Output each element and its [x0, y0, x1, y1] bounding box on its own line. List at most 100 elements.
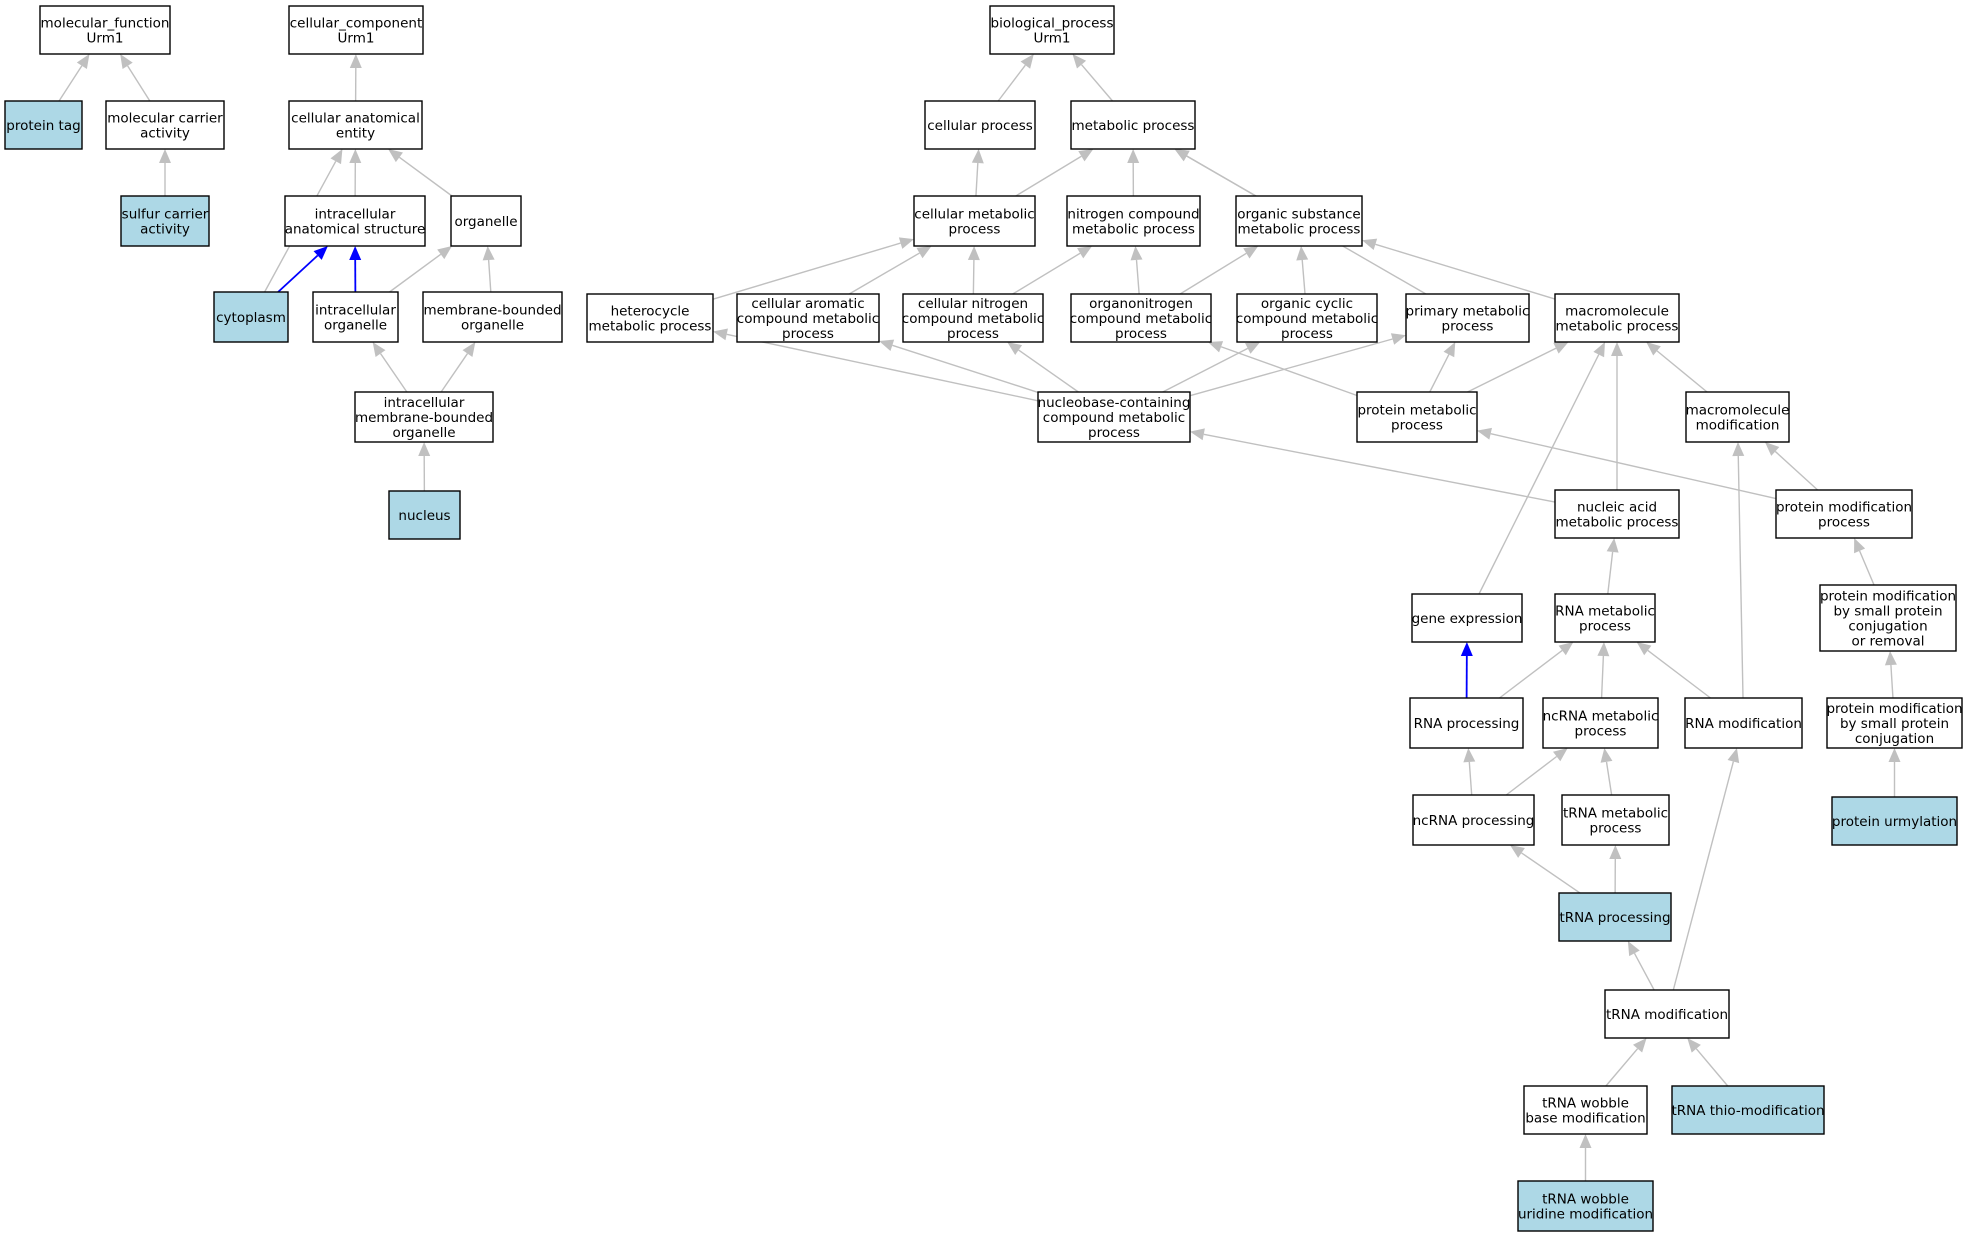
node-box[interactable]	[120, 195, 210, 247]
node-box[interactable]	[1685, 391, 1790, 443]
node-box[interactable]	[312, 291, 399, 343]
go-term-node-ncrnap[interactable]: ncRNA processing	[1412, 794, 1535, 846]
go-term-node-trnamod[interactable]: tRNA modification	[1604, 989, 1730, 1039]
edge-line	[1695, 1048, 1729, 1087]
node-box[interactable]	[1819, 584, 1957, 652]
node-box[interactable]	[924, 100, 1036, 150]
node-box[interactable]	[1775, 489, 1913, 539]
node-box[interactable]	[1411, 593, 1523, 643]
node-box[interactable]	[388, 490, 461, 540]
edge-arrowhead	[1174, 149, 1190, 162]
node-box[interactable]	[586, 293, 714, 343]
node-box[interactable]	[1554, 593, 1656, 643]
node-box[interactable]	[288, 100, 423, 150]
node-box[interactable]	[1412, 794, 1535, 846]
node-box[interactable]	[354, 391, 494, 443]
go-term-node-nuc[interactable]: nucleus	[388, 490, 461, 540]
node-box[interactable]	[1604, 989, 1730, 1039]
node-box[interactable]	[422, 291, 563, 343]
go-term-node-purm[interactable]: protein urmylation	[1831, 796, 1958, 846]
node-box[interactable]	[1561, 794, 1670, 846]
node-box[interactable]	[1037, 391, 1191, 443]
edge-arrowhead	[1078, 149, 1094, 162]
node-box[interactable]	[288, 5, 424, 55]
node-box[interactable]	[1554, 293, 1680, 343]
node-box[interactable]	[1356, 391, 1478, 443]
node-box[interactable]	[1405, 293, 1530, 343]
go-term-node-ge[interactable]: gene expression	[1411, 593, 1523, 643]
node-box[interactable]	[1558, 892, 1672, 942]
node-box[interactable]	[1235, 195, 1363, 247]
node-box[interactable]	[4, 100, 83, 150]
node-box[interactable]	[1066, 195, 1201, 247]
node-box[interactable]	[213, 291, 289, 343]
node-label-line: organic substance	[1237, 207, 1360, 223]
node-box[interactable]	[1831, 796, 1958, 846]
go-term-node-org[interactable]: organelle	[450, 195, 522, 247]
node-box[interactable]	[989, 5, 1115, 55]
node-box[interactable]	[1826, 697, 1963, 749]
node-box[interactable]	[39, 5, 171, 55]
go-term-node-trnap[interactable]: tRNA processing	[1558, 892, 1672, 942]
go-term-node-cp[interactable]: cellular process	[924, 100, 1036, 150]
node-label-line: organic cyclic	[1261, 296, 1353, 312]
node-box[interactable]	[284, 195, 426, 247]
go-term-node-rnamod[interactable]: RNA modification	[1684, 697, 1803, 749]
node-box[interactable]	[1070, 100, 1196, 150]
node-box[interactable]	[1684, 697, 1803, 749]
go-term-node-ptag[interactable]: protein tag	[4, 100, 83, 150]
go-term-node-ttm[interactable]: tRNA thio-modification	[1671, 1085, 1825, 1135]
node-box[interactable]	[1554, 489, 1680, 539]
node-box[interactable]	[1236, 293, 1378, 343]
node-box[interactable]	[736, 293, 880, 343]
node-box[interactable]	[1523, 1085, 1648, 1135]
node-box[interactable]	[1542, 697, 1659, 749]
go-term-node-cyt[interactable]: cytoplasm	[213, 291, 289, 343]
go-term-node-rnap[interactable]: RNA processing	[1409, 697, 1524, 749]
node-box[interactable]	[902, 293, 1044, 343]
node-box[interactable]	[1671, 1085, 1825, 1135]
go-term-node-mp[interactable]: metabolic process	[1070, 100, 1196, 150]
edge-arrowhead	[1130, 246, 1143, 261]
node-box[interactable]	[1409, 697, 1524, 749]
edge-line	[848, 252, 920, 295]
node-box[interactable]	[1070, 293, 1212, 343]
node-box[interactable]	[450, 195, 522, 247]
node-box[interactable]	[105, 100, 225, 150]
node-box[interactable]	[1517, 1180, 1654, 1232]
node-box[interactable]	[913, 195, 1036, 247]
node-label-line: cellular nitrogen	[918, 296, 1028, 312]
